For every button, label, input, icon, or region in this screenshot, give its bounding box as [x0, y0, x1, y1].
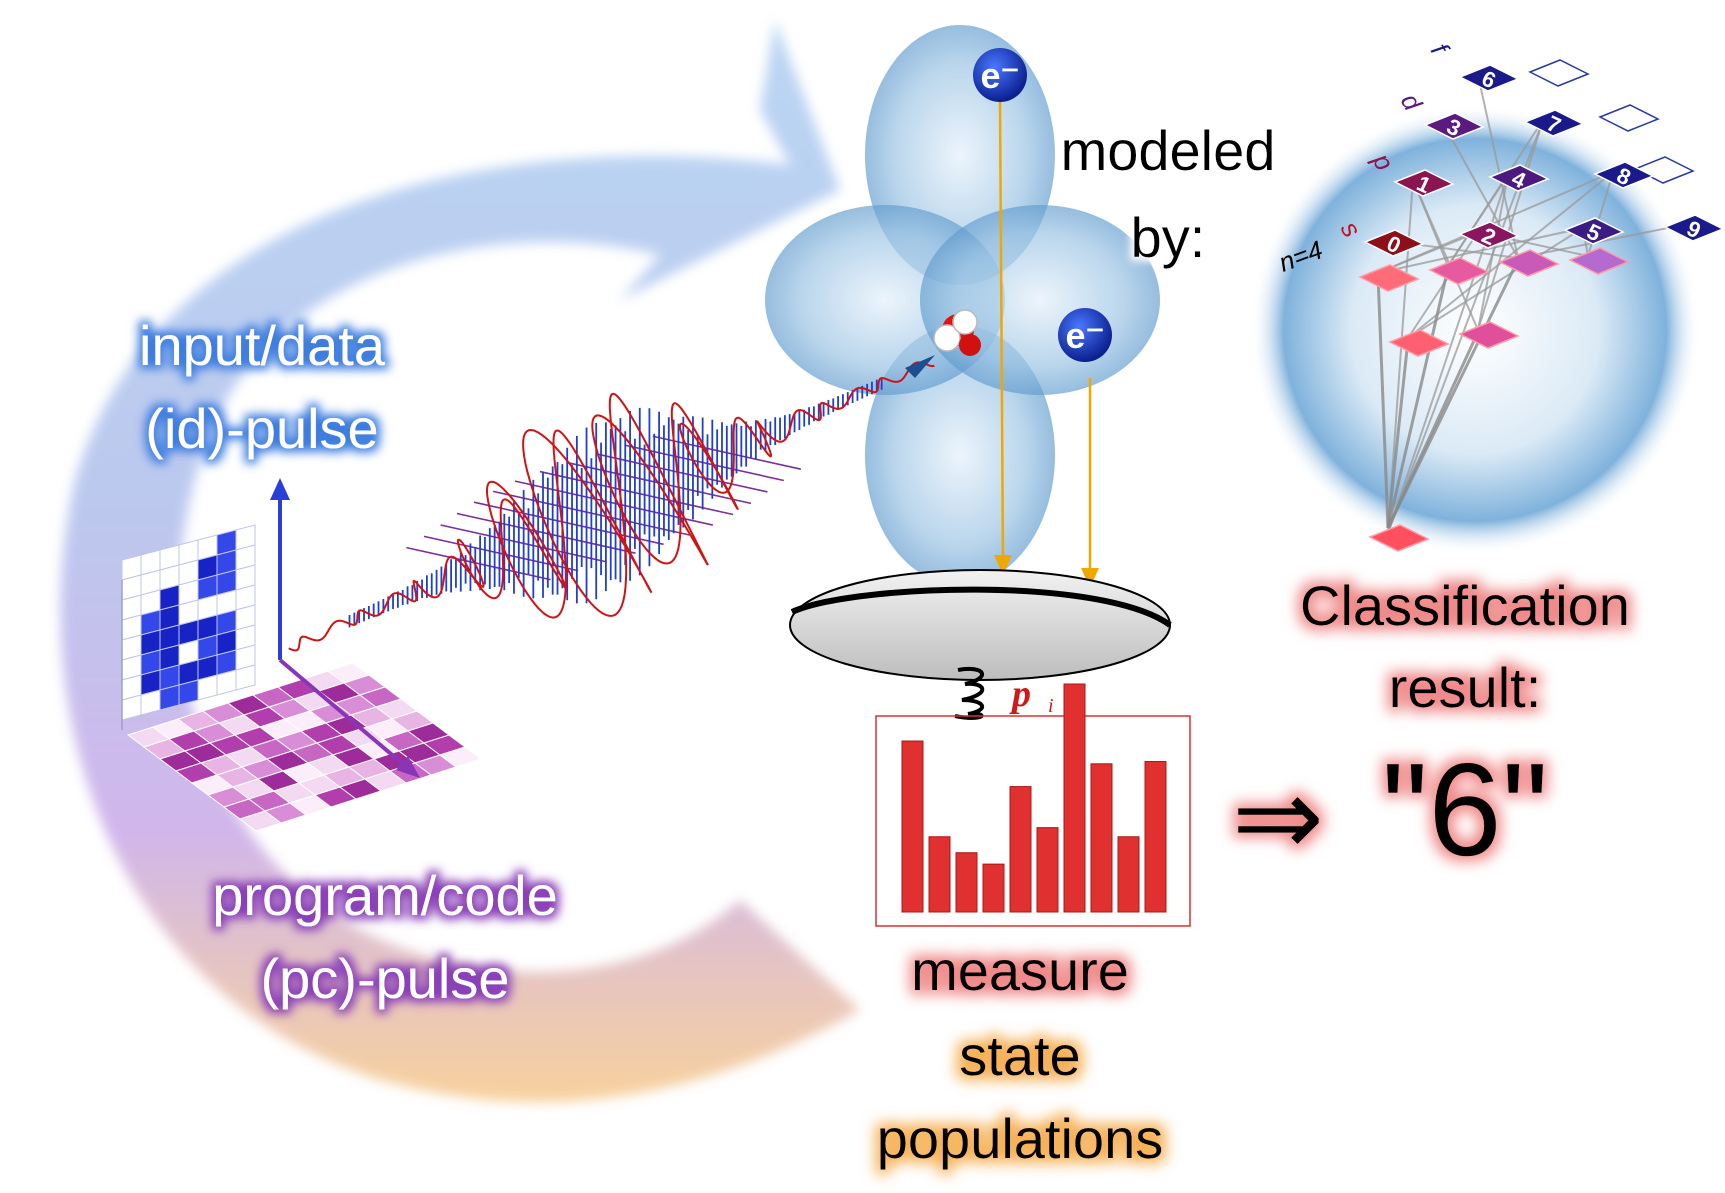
population-bar — [1063, 683, 1086, 913]
input-pixel — [216, 669, 237, 696]
label-program-code: program/code — [212, 864, 558, 927]
molecule-icon — [933, 309, 981, 356]
network-node — [1458, 64, 1520, 92]
label-state: state — [959, 1024, 1080, 1087]
network-edge — [1407, 171, 1614, 339]
label-classification: Classification — [1300, 574, 1630, 637]
input-pixel — [178, 679, 199, 706]
population-bar — [901, 740, 924, 913]
network-node — [1633, 156, 1695, 184]
network-node — [1523, 109, 1585, 137]
pulse-waveform — [288, 361, 935, 652]
network-edge — [1386, 259, 1520, 529]
pulse-grid-line — [473, 501, 664, 546]
label-input-data: input/data — [139, 314, 386, 377]
input-pixel — [235, 664, 256, 691]
label-measure: measure — [911, 939, 1129, 1002]
network-edge — [1477, 74, 1519, 259]
network-node — [1488, 164, 1550, 192]
label-pc-pulse: (pc)-pulse — [261, 947, 510, 1010]
cycle-arrow — [60, 20, 861, 1103]
network-node — [1388, 329, 1450, 357]
result-value: "6" — [1381, 736, 1548, 883]
label-by: by: — [1131, 206, 1206, 269]
network-node — [1528, 59, 1590, 87]
network-node — [1368, 524, 1430, 552]
axis-vertical-arrow-icon — [270, 478, 290, 500]
input-pixel — [121, 694, 142, 721]
network-edge — [1377, 171, 1614, 274]
electron-label-right: e⁻ — [1065, 315, 1104, 356]
electron-right: e⁻ — [1058, 308, 1112, 362]
network-node — [1358, 264, 1420, 292]
electron-label-top: e⁻ — [980, 55, 1019, 96]
network-edge — [1477, 119, 1544, 331]
population-chart-frame — [875, 715, 1191, 927]
network-node — [1498, 249, 1560, 277]
population-bars — [901, 683, 1167, 913]
network-node — [1563, 217, 1625, 245]
network-row-letter: f — [1425, 38, 1456, 62]
label-modeled: modeled — [1061, 119, 1276, 182]
network-node — [1458, 321, 1520, 349]
label-result: result: — [1389, 656, 1542, 719]
pulse-arrowhead — [905, 355, 935, 378]
pulse-grid-line — [406, 546, 551, 581]
spring-icon — [954, 666, 985, 720]
population-bar — [1009, 786, 1032, 913]
label-id-pulse: (id)-pulse — [145, 397, 378, 460]
input-matrix-plot — [121, 478, 483, 832]
network-edge — [1386, 339, 1410, 529]
network-edge — [1386, 267, 1450, 529]
population-bar — [955, 852, 978, 913]
input-pixel — [159, 684, 180, 711]
network-node — [1593, 161, 1655, 189]
input-pixel — [197, 674, 218, 701]
network-node — [1423, 112, 1485, 140]
population-bar — [982, 863, 1005, 913]
population-bar — [928, 836, 951, 913]
axis-diagonal — [278, 658, 412, 772]
detector-disc — [789, 569, 1172, 681]
orbital-lobes — [765, 25, 1160, 585]
axis-diagonal-arrow-icon — [396, 756, 420, 778]
population-bar — [1036, 827, 1059, 913]
network-node — [1458, 221, 1520, 249]
network-edge — [1447, 119, 1544, 267]
input-pixel — [140, 689, 161, 716]
population-bar — [1117, 836, 1140, 913]
pi-symbol: p — [1009, 673, 1031, 715]
network-node — [1363, 229, 1425, 257]
implies-arrow: ⇒ — [1232, 756, 1324, 879]
network-edge — [1377, 227, 1584, 274]
pi-subscript: i — [1048, 695, 1054, 717]
program-pixel — [438, 746, 483, 768]
electron-top: e⁻ — [973, 48, 1027, 102]
network-node — [1598, 104, 1660, 132]
network-edge — [1412, 179, 1479, 331]
population-bar — [1090, 763, 1113, 913]
label-populations: populations — [877, 1107, 1163, 1170]
laser-pulse — [288, 361, 935, 652]
network-edge — [1376, 274, 1390, 529]
network-node — [1428, 257, 1490, 285]
network-node — [1393, 169, 1455, 197]
population-bar — [1144, 761, 1167, 913]
electron-beams — [994, 99, 1099, 588]
network-node — [1663, 214, 1725, 242]
network-node — [1568, 247, 1630, 275]
